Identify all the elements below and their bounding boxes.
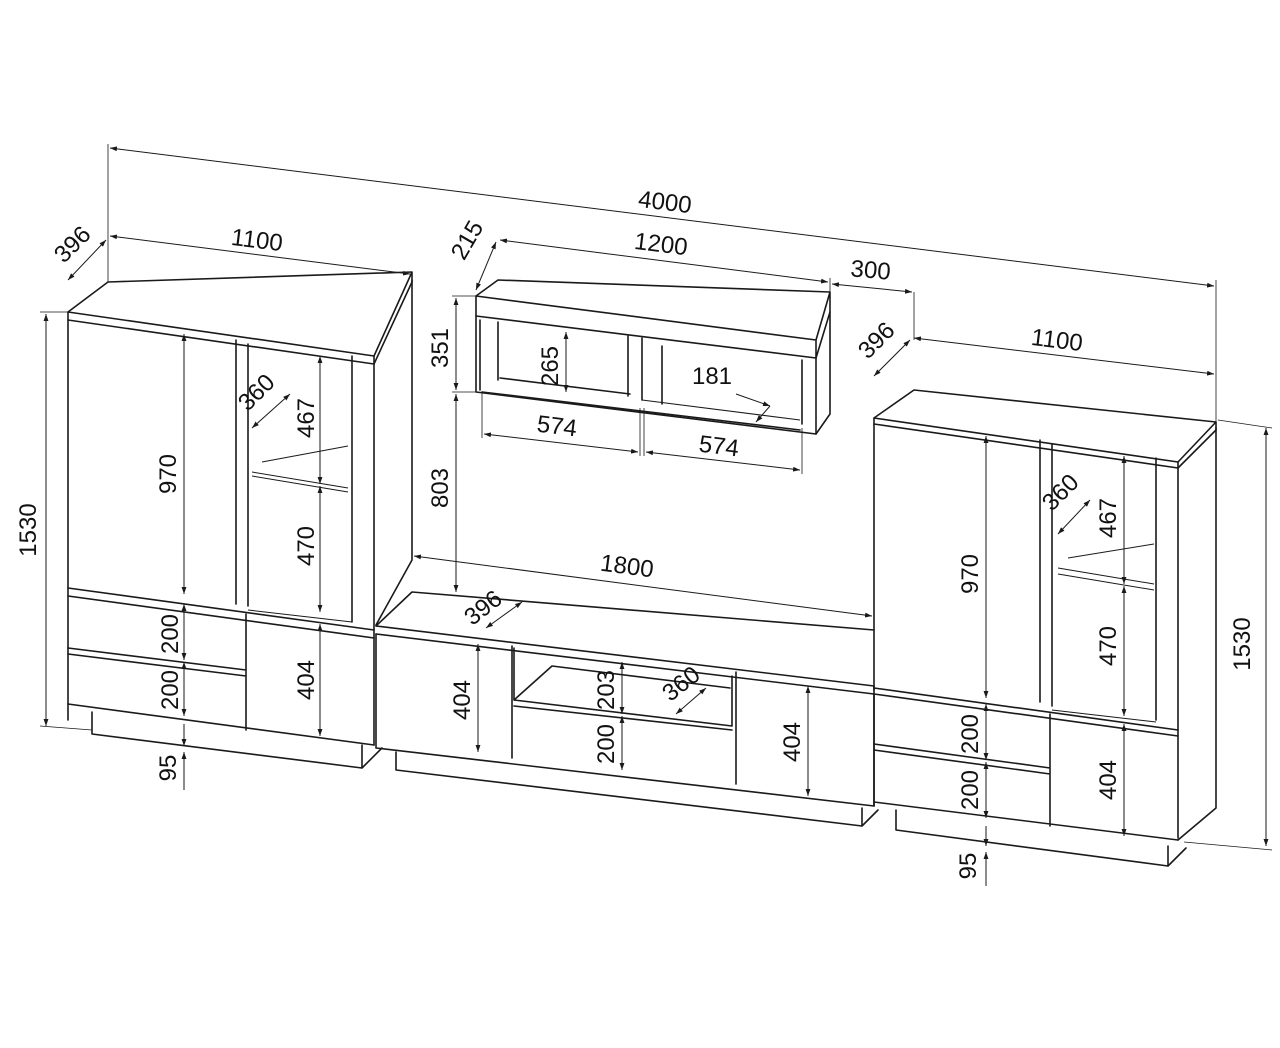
left-door-label: 404 (293, 660, 320, 700)
left-width-label: 1100 (230, 224, 285, 257)
left-height-label: 1530 (15, 503, 42, 556)
shelf-inner-height-label: 265 (537, 346, 564, 386)
right-height-label: 1530 (1229, 617, 1256, 670)
left-depth-label: 396 (49, 221, 96, 268)
left-plinth-label: 95 (155, 755, 182, 782)
right-door-label: 404 (1095, 760, 1122, 800)
right-shelf-depth-label: 360 (1037, 469, 1084, 516)
tv-door-left-label: 404 (449, 680, 476, 720)
tv-depth-label: 396 (459, 585, 507, 631)
shelf-bay-right-label: 574 (697, 431, 740, 463)
right-shelf-upper-label: 467 (1095, 498, 1122, 538)
right-shelf-lower-label: 470 (1095, 626, 1122, 666)
shelf-bay-left-label: 574 (535, 411, 578, 443)
right-glass-label: 970 (957, 554, 984, 594)
right-width-label: 1100 (1030, 324, 1085, 357)
shelf-gap-label: 300 (850, 255, 892, 285)
right-drawer-2-label: 200 (957, 770, 984, 810)
right-cabinet (873, 389, 1217, 867)
shelf-width-label: 1200 (633, 228, 689, 261)
left-cabinet (67, 271, 413, 769)
wall-shelf (475, 279, 831, 435)
shelf-depth-label: 215 (446, 216, 489, 264)
left-shelf-lower-label: 470 (293, 526, 320, 566)
tv-width-label: 1800 (599, 550, 655, 584)
overall-width-label: 4000 (637, 186, 693, 219)
shelf-mount-label: 803 (427, 468, 454, 508)
left-glass-label: 970 (155, 454, 182, 494)
shelf-height-label: 351 (427, 328, 454, 368)
dimension-labels: 4000 1100 396 1530 970 360 467 470 200 2… (15, 186, 1256, 879)
right-drawer-1-label: 200 (957, 714, 984, 754)
left-shelf-upper-label: 467 (293, 398, 320, 438)
tv-door-right-label: 404 (779, 722, 806, 762)
tv-drawer-label: 200 (593, 724, 620, 764)
dimensions (39, 144, 1273, 886)
right-plinth-label: 95 (955, 853, 982, 880)
tv-niche-label: 203 (593, 670, 620, 710)
shelf-inner-depth-label: 181 (692, 363, 732, 390)
left-drawer-1-label: 200 (157, 614, 184, 654)
left-drawer-2-label: 200 (157, 670, 184, 710)
